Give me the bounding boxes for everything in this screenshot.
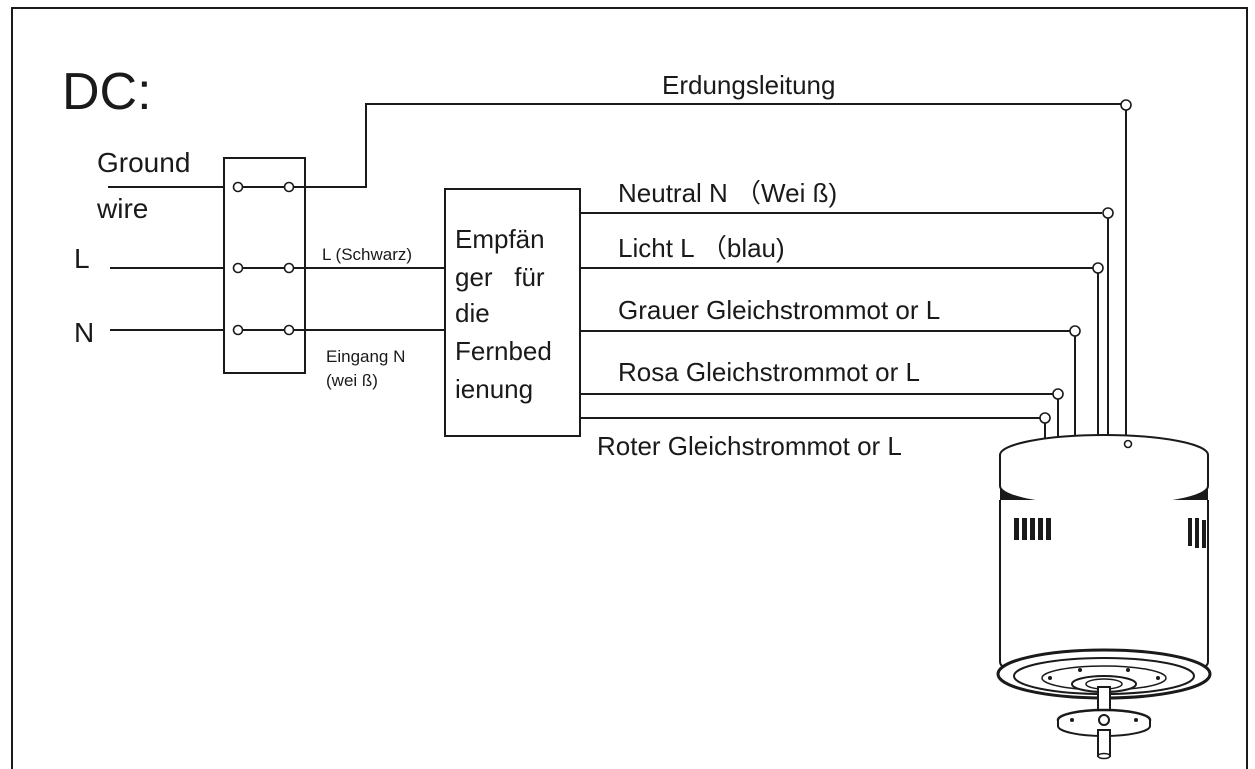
ground-wire-label-line1: Ground — [97, 147, 190, 178]
red-label: Roter Gleichstrommot or L — [597, 431, 902, 461]
neutral-label: Neutral N （Wei ß) — [618, 178, 837, 208]
receiver-label-line1: Empfän — [455, 224, 545, 254]
receiver-label-line4: Fernbed — [455, 336, 552, 366]
motor-lead-neutral — [1102, 207, 1114, 438]
receiver-label-line2: ger für — [455, 262, 545, 292]
motor-vent-right — [1188, 518, 1206, 548]
motor-lead-ground — [1120, 99, 1132, 438]
receiver-label-line5: ienung — [455, 374, 533, 404]
input-n-label: N — [74, 317, 94, 348]
motor-lead-red — [1039, 412, 1051, 438]
receiver-box — [444, 188, 581, 437]
motor-lead-grey — [1069, 325, 1081, 438]
grey-label: Grauer Gleichstrommot or L — [618, 295, 940, 325]
motor-lead-pink — [1052, 388, 1064, 438]
terminal-ground — [232, 181, 295, 193]
dc-motor — [996, 434, 1212, 760]
wire-n-input-label-line2: (wei ß) — [326, 371, 378, 390]
pink-label: Rosa Gleichstrommot or L — [618, 357, 920, 387]
wire-n-input-label-line1: Eingang N — [326, 347, 405, 366]
input-l-label: L — [74, 243, 90, 274]
receiver-label-line3: die — [455, 298, 490, 328]
terminal-n — [232, 324, 295, 336]
diagram-title: DC: — [62, 63, 152, 121]
light-label: Licht L （blau) — [618, 233, 785, 263]
ground-wire-label-line2: wire — [96, 193, 148, 224]
motor-vent-left — [1014, 518, 1051, 540]
ground-output-label: Erdungsleitung — [662, 70, 835, 100]
diagram-frame — [11, 7, 1248, 769]
ground-output-wire — [294, 103, 1123, 188]
wire-l-black-label: L (Schwarz) — [322, 245, 412, 264]
terminal-l — [232, 262, 295, 274]
motor-lead-light — [1092, 262, 1104, 438]
